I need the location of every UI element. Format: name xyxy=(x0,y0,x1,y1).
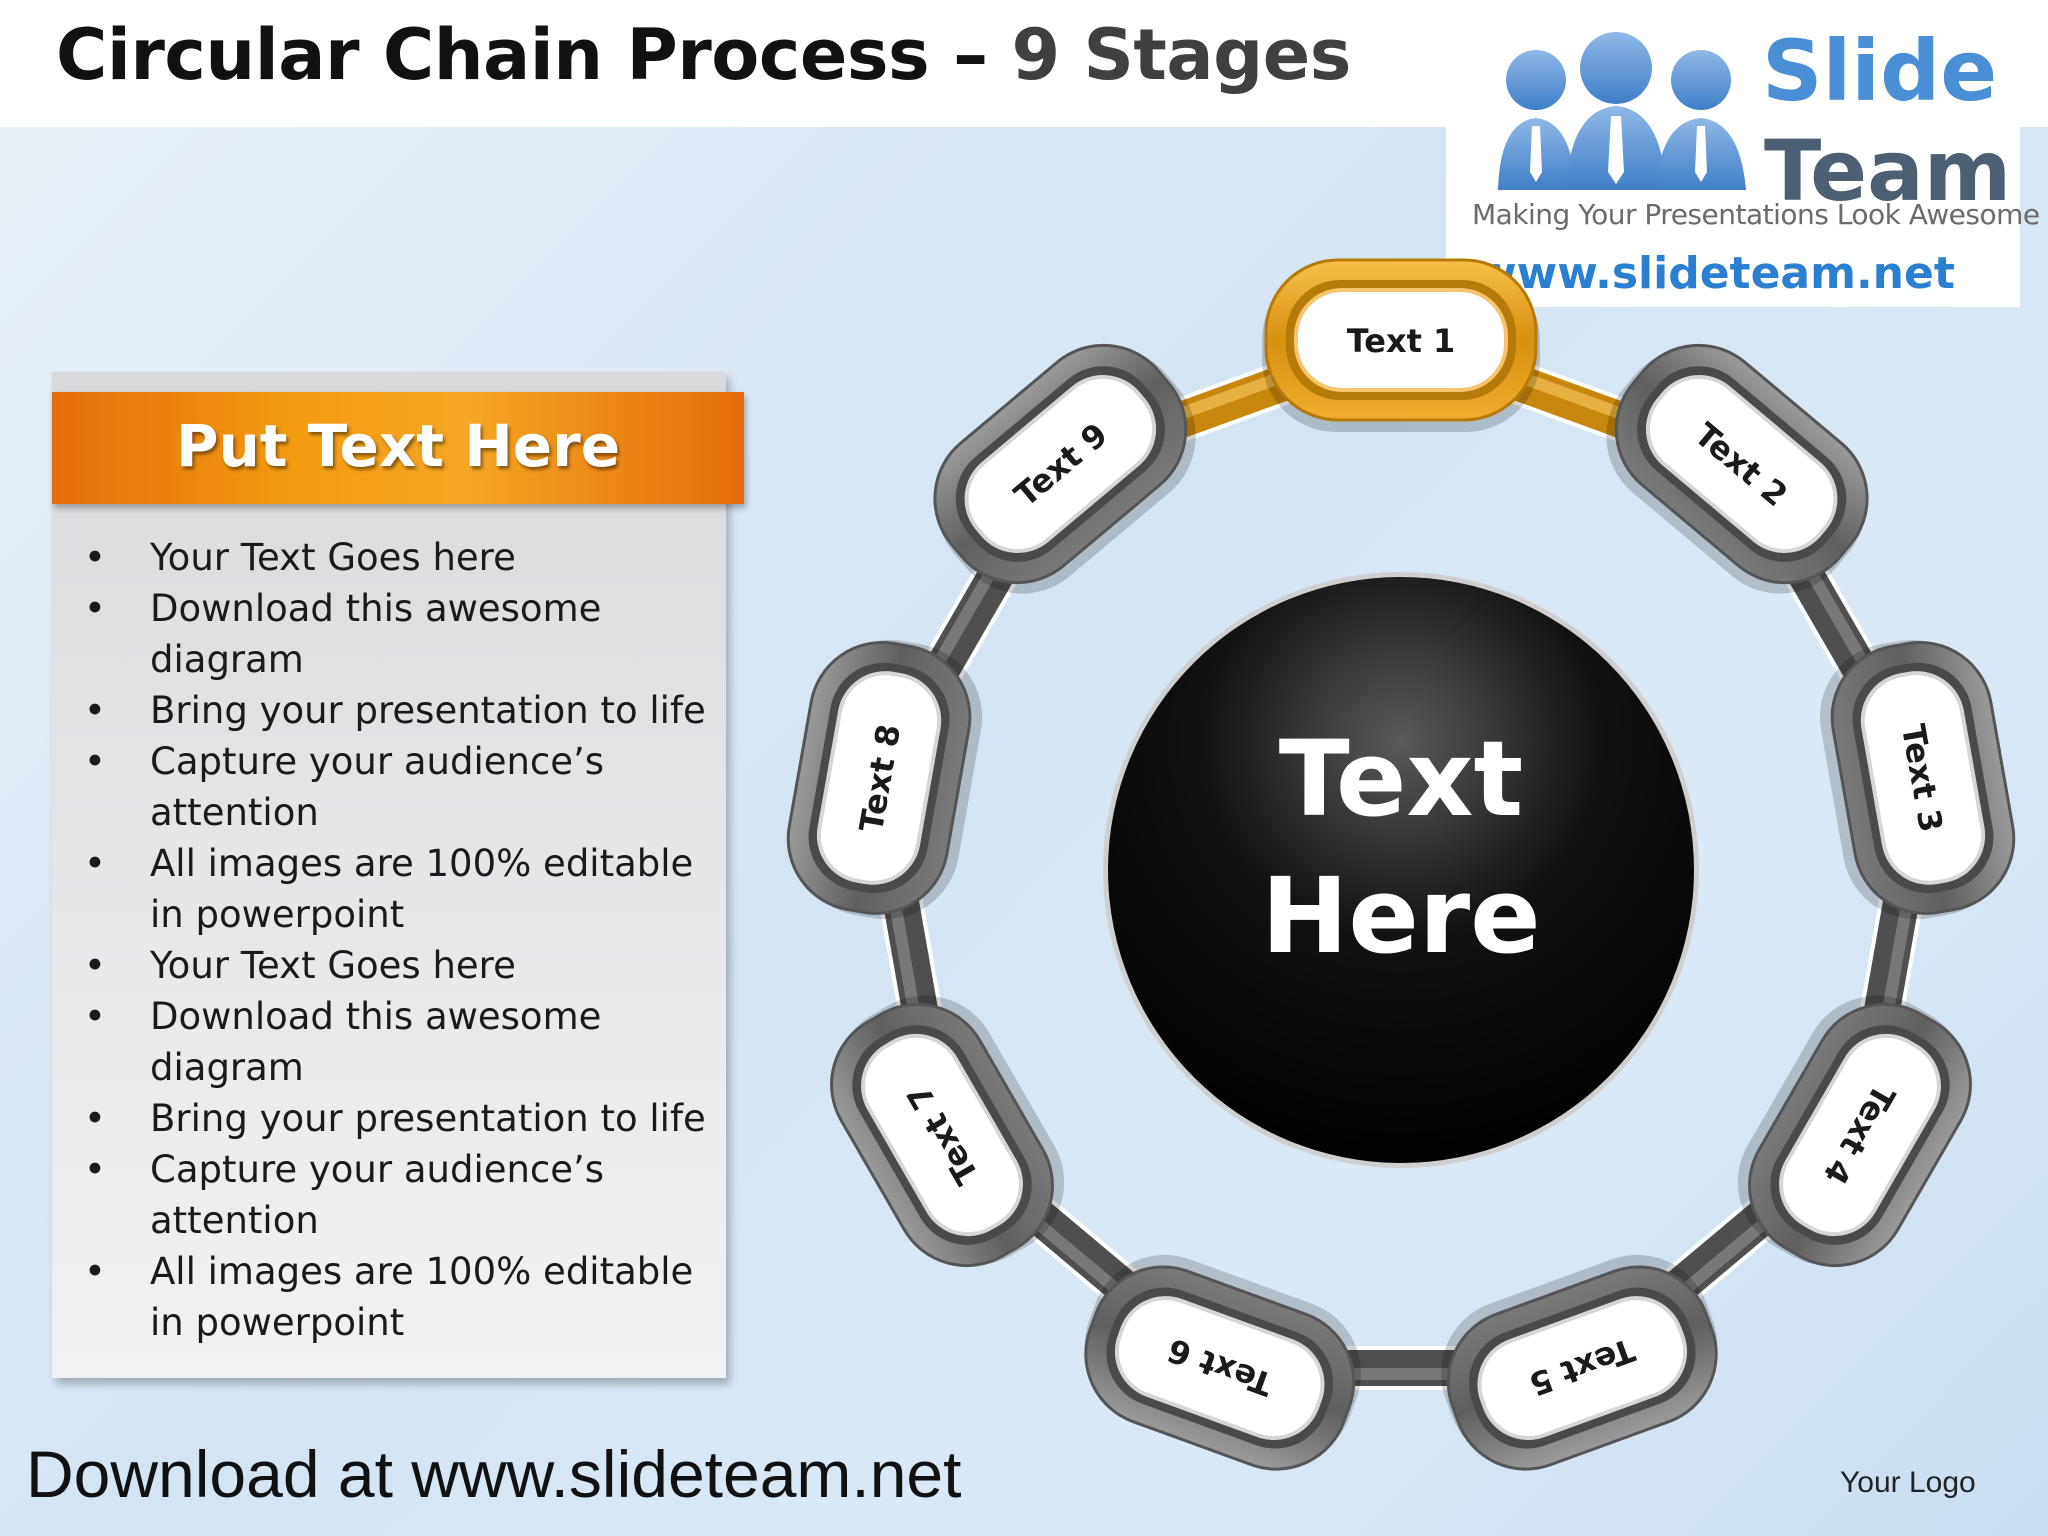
center-text-line1: Text xyxy=(1279,718,1523,840)
chain-link-7: Text 7 xyxy=(830,995,1065,1268)
title-subtitle: 9 Stages xyxy=(1011,14,1351,96)
chain-link-6: Text 6 xyxy=(1084,1254,1361,1471)
logo-word-team: Team xyxy=(1764,122,2012,220)
logo-tagline: Making Your Presentations Look Awesome xyxy=(1472,198,2040,231)
bullet-item: Your Text Goes here xyxy=(78,532,718,583)
chain-link-8: Text 8 xyxy=(786,639,983,920)
people-logo-icon xyxy=(1498,32,1746,190)
bullet-item: Bring your presentation to life xyxy=(78,1093,718,1144)
chain-link-1: Text 1 xyxy=(1262,258,1540,432)
download-footer: Download at www.slideteam.net xyxy=(26,1437,962,1511)
bullet-item: Your Text Goes here xyxy=(78,940,718,991)
chain-link-3: Text 3 xyxy=(1819,639,2016,920)
bullet-item: Download this awesome diagram xyxy=(78,991,718,1093)
chain-link-4: Text 4 xyxy=(1737,995,1972,1268)
chain-link-9: Text 9 xyxy=(933,343,1196,594)
chain-link-2: Text 2 xyxy=(1606,343,1869,594)
bullet-item: Capture your audience’s attention xyxy=(78,1144,718,1246)
bullet-list: Your Text Goes here Download this awesom… xyxy=(78,532,718,1348)
logo-word-slide: Slide xyxy=(1762,22,1998,120)
bullet-item: Download this awesome diagram xyxy=(78,583,718,685)
chain-link-5: Text 5 xyxy=(1441,1254,1718,1471)
bullet-item: Capture your audience’s attention xyxy=(78,736,718,838)
bullet-item: Bring your presentation to life xyxy=(78,685,718,736)
logo-url: www.slideteam.net xyxy=(1476,248,1955,299)
your-logo-label: Your Logo xyxy=(1840,1466,1976,1499)
center-text-line2: Here xyxy=(1261,855,1540,977)
bullet-item: All images are 100% editable in powerpoi… xyxy=(78,1246,718,1348)
panel-header: Put Text Here xyxy=(52,392,744,504)
panel-heading: Put Text Here xyxy=(175,412,621,480)
chain-link-label: Text 1 xyxy=(1347,322,1456,360)
center-circle: Text Here xyxy=(1103,572,1699,1168)
bullet-item: All images are 100% editable in powerpoi… xyxy=(78,838,718,940)
title-main: Circular Chain Process – xyxy=(56,14,1012,96)
slide-title: Circular Chain Process – 9 Stages xyxy=(56,14,1351,96)
